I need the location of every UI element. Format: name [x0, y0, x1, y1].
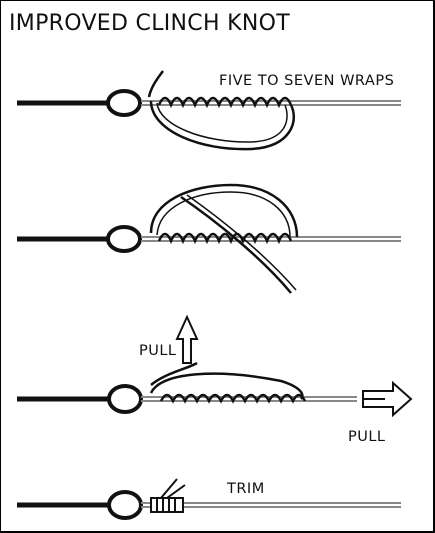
step-3-label-right: PULL: [348, 429, 386, 445]
step-1-wraps: FIVE TO SEVEN WRAPS: [17, 70, 401, 151]
tag-end: [147, 70, 165, 98]
step-4-trim: TRIM: [17, 478, 401, 520]
loop: [149, 372, 304, 400]
step-1-label: FIVE TO SEVEN WRAPS: [219, 73, 394, 89]
hook-eye: [106, 89, 142, 117]
step-4-label: TRIM: [226, 481, 265, 497]
hook-eye: [107, 384, 143, 414]
tag-end: [150, 361, 198, 386]
tag-end: [180, 195, 292, 294]
tight-wraps: [150, 497, 184, 513]
step-2-through-loop: [17, 183, 401, 294]
wraps: [157, 96, 293, 109]
hook-eye: [106, 225, 142, 253]
diagram-title: IMPROVED CLINCH KNOT: [9, 11, 290, 36]
wraps: [157, 232, 293, 245]
trim-mark: [160, 478, 178, 499]
loop: [149, 100, 296, 151]
arrow-right-icon: [362, 380, 413, 418]
hook-eye: [107, 490, 143, 520]
step-3-pull: PULL PULL: [17, 314, 413, 445]
upper-loop: [149, 183, 299, 238]
step-3-label-up: PULL: [139, 343, 177, 359]
arrow-up-icon: [175, 314, 199, 364]
wraps: [159, 393, 307, 404]
